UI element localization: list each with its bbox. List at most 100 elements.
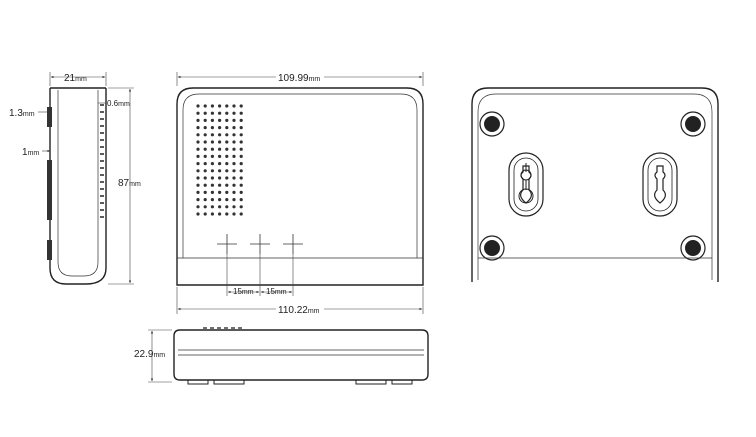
rear-view [471,87,719,282]
vent-dot [225,183,229,187]
vent-dot [210,162,214,166]
vent-dot [203,154,207,158]
rear-view-outer-body [471,87,719,282]
bottom-view: 22.9mm [134,327,429,385]
vent-dot [232,111,236,115]
vent-dot [218,183,222,187]
vent-dot [203,111,207,115]
vent-dot [232,126,236,130]
side-width-label: 21mm [64,73,87,84]
vent-dot [218,111,222,115]
vent-dot [203,104,207,108]
vent-dot [232,190,236,194]
vent-dot [239,190,243,194]
rear-view-screw-foot-bottom-left [479,235,505,261]
vent-dot [210,118,214,122]
vent-dot [239,183,243,187]
vent-dot [203,162,207,166]
vent-dot [210,126,214,130]
vent-dot [239,126,243,130]
vent-dot [218,133,222,137]
vent-dot [210,190,214,194]
vent-dot [203,212,207,216]
vent-dot [225,133,229,137]
vent-dot [225,205,229,209]
bottom-view-foot-3 [355,379,387,385]
vent-dot [196,176,200,180]
vent-dot [203,133,207,137]
vent-dot [239,133,243,137]
front-top-label-background [276,71,324,82]
vent-dot [203,183,207,187]
vent-dot [210,140,214,144]
vent-dot [239,198,243,202]
side-view-outer-body [49,88,107,285]
vent-dot [218,198,222,202]
vent-dot [225,212,229,216]
side-slot-label: 1mm [22,147,39,158]
vent-dot [239,147,243,151]
vent-dot [196,169,200,173]
vent-dot [203,140,207,144]
vent-dot [203,198,207,202]
vent-dot [210,104,214,108]
vent-dot [239,205,243,209]
vent-dot [210,176,214,180]
vent-dot [210,183,214,187]
vent-dot [232,104,236,108]
vent-dot [232,140,236,144]
front-view: 15mm 15mm 109.99mm 110.22mm [176,71,424,316]
vent-dot [203,169,207,173]
vent-dot [239,104,243,108]
vent-dot [218,169,222,173]
vent-dot [196,212,200,216]
vent-dot [210,169,214,173]
side-gap-label: 1.3mm [9,108,35,119]
side-view-inner-wall [57,90,99,277]
side-view-port-3 [47,240,52,260]
bottom-view-outer-body [173,329,429,381]
side-view-port-1 [47,107,52,127]
vent-dot [225,154,229,158]
vent-dot [218,140,222,144]
vent-dot [218,212,222,216]
vent-dot [218,190,222,194]
front-bottom-width-label: 110.22mm [278,305,320,316]
vent-dot [218,118,222,122]
vent-dot [210,205,214,209]
vent-dot [225,198,229,202]
vent-dot [232,212,236,216]
vent-dot [232,154,236,158]
vent-dot [210,147,214,151]
vent-dot [203,190,207,194]
bottom-view-foot-4 [391,379,413,385]
bottom-view-foot-1 [187,379,209,385]
vent-dot [196,118,200,122]
vent-dot [239,162,243,166]
vent-dot [225,111,229,115]
vent-dot [196,183,200,187]
side-view-vent-slots [100,104,104,218]
rear-view-keyhole-mount-right [642,152,678,217]
side-view-port-2 [47,160,52,220]
front-view-crosshair-1 [217,234,237,254]
vent-dot [203,118,207,122]
vent-dot [239,176,243,180]
vent-dot [203,205,207,209]
rear-view-screw-foot-top-left [479,111,505,137]
vent-dot [196,111,200,115]
vent-dot [239,212,243,216]
vent-dot [239,154,243,158]
vent-dot [196,147,200,151]
vent-dot [218,126,222,130]
vent-dot [232,118,236,122]
vent-dot [196,133,200,137]
vent-dot [225,104,229,108]
vent-dot [225,169,229,173]
vent-dot [218,162,222,166]
side-view: 21mm 87mm 1.3mm 1mm 0.6mm [9,72,141,285]
front-view-crosshair-2 [250,234,270,254]
vent-dot [218,176,222,180]
front-spacing-label-2: 15mm [266,287,287,296]
front-view-outer-body [176,87,424,286]
